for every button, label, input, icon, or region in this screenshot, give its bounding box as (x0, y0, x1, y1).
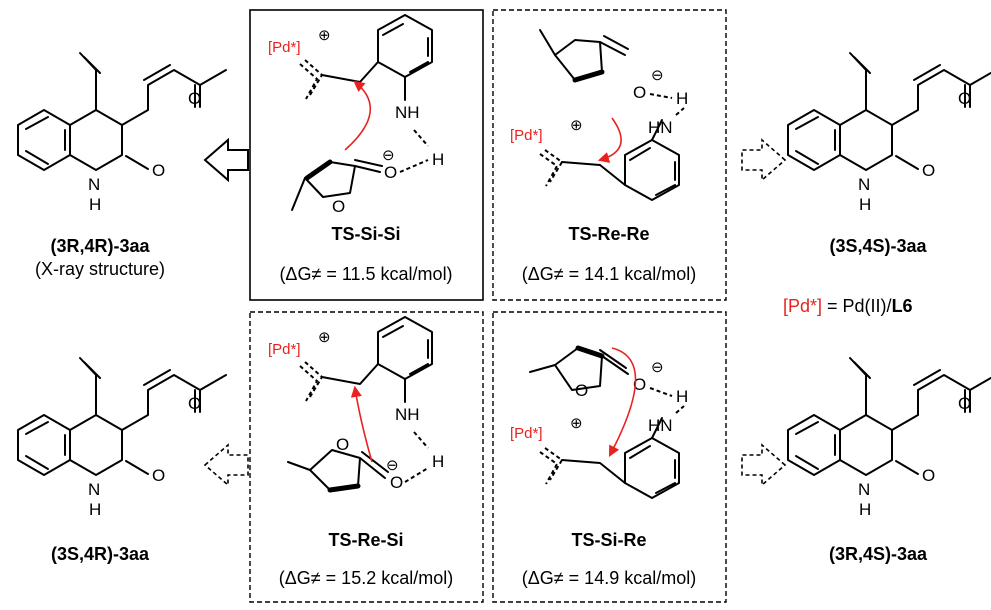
atom-h: H (432, 150, 444, 169)
product-name: (3S,4R)-3aa (51, 544, 150, 564)
charge-minus: ⊖ (651, 67, 664, 84)
legend-pd: [Pd*] (783, 296, 822, 316)
atom-o: O (633, 83, 646, 102)
product-name: (3R,4S)-3aa (829, 544, 928, 564)
atom-n: N (858, 480, 870, 499)
ts-name: TS-Re-Si (328, 530, 403, 550)
atom-h: H (89, 500, 101, 519)
ts-box-si-re (492, 311, 727, 603)
ts-si-re-structure: O O ⊖ H [Pd*] ⊕ HN TS-Si-Re (ΔG≠ = 14.9 … (510, 345, 696, 588)
atom-nh: NH (395, 103, 420, 122)
charge-plus: ⊕ (318, 329, 331, 346)
atom-o: O (575, 381, 588, 400)
product-note: (X-ray structure) (35, 259, 165, 279)
legend-equals: = Pd(II)/ (822, 296, 892, 316)
atom-o: O (922, 161, 935, 180)
atom-o: O (922, 466, 935, 485)
charge-plus: ⊕ (570, 415, 583, 432)
svg-text:[Pd*] = Pd(II)/L6: [Pd*] = Pd(II)/L6 (783, 296, 913, 316)
atom-hn: HN (648, 416, 673, 435)
minor-path-arrow-icon (203, 443, 249, 487)
atom-o: O (336, 435, 349, 454)
atom-n: N (88, 480, 100, 499)
product-name: (3S,4S)-3aa (829, 236, 927, 256)
charge-minus: ⊖ (651, 359, 664, 376)
ts-energy: (ΔG≠ = 15.2 kcal/mol) (279, 568, 453, 588)
forward-arrow-icon (203, 137, 249, 183)
ts-energy: (ΔG≠ = 14.1 kcal/mol) (522, 264, 696, 284)
ts-re-si-structure: [Pd*] ⊕ NH H O O ⊖ TS-Re-Si (ΔG≠ = 15.2 … (268, 316, 453, 588)
atom-hn: HN (648, 118, 673, 137)
atom-n: N (88, 175, 100, 194)
atom-o: O (958, 394, 971, 413)
atom-o: O (390, 473, 403, 492)
atom-h: H (676, 387, 688, 406)
atom-h: H (432, 452, 444, 471)
pd-label: [Pd*] (268, 39, 301, 56)
ts-name: TS-Re-Re (568, 224, 649, 244)
atom-o: O (332, 197, 345, 216)
ts-box-re-re (492, 9, 727, 301)
atom-h: H (859, 195, 871, 214)
ts-re-re-structure: O ⊖ H [Pd*] ⊕ HN TS-Re-Re (ΔG≠ = 14.1 kc… (510, 29, 696, 284)
pd-label: [Pd*] (510, 425, 543, 442)
ts-energy: (ΔG≠ = 11.5 kcal/mol) (279, 264, 452, 284)
product-top-right: N H O O (3S,4S)-3aa (787, 52, 991, 256)
product-top-left: N H O O (3R,4R)-3aa (X-ray structure) (17, 52, 227, 279)
atom-o: O (958, 89, 971, 108)
charge-plus: ⊕ (318, 27, 331, 44)
ts-box-si-si (249, 9, 484, 301)
charge-plus: ⊕ (570, 117, 583, 134)
atom-nh: NH (395, 405, 420, 424)
atom-o: O (152, 161, 165, 180)
minor-path-arrow-icon (741, 443, 787, 487)
product-bottom-right: N H O O (3R,4S)-3aa (787, 357, 991, 564)
atom-n: N (858, 175, 870, 194)
atom-o: O (188, 394, 201, 413)
minor-path-arrow-icon (741, 138, 787, 182)
atom-h: H (676, 89, 688, 108)
atom-h: H (89, 195, 101, 214)
ts-si-si-structure: [Pd*] ⊕ NH H O O ⊖ TS-Si-Si (ΔG≠ = 11.5 … (268, 14, 453, 284)
legend: [Pd*] = Pd(II)/L6 (783, 296, 913, 316)
pd-label: [Pd*] (510, 127, 543, 144)
atom-o: O (384, 163, 397, 182)
ts-name: TS-Si-Re (571, 530, 646, 550)
charge-minus: ⊖ (382, 147, 395, 164)
atom-h: H (859, 500, 871, 519)
pd-label: [Pd*] (268, 341, 301, 358)
product-name: (3R,4R)-3aa (50, 236, 150, 256)
ts-energy: (ΔG≠ = 14.9 kcal/mol) (522, 568, 696, 588)
atom-o: O (152, 466, 165, 485)
atom-o: O (188, 89, 201, 108)
ts-box-re-si (249, 311, 484, 603)
product-bottom-left: N H O O (3S,4R)-3aa (17, 357, 227, 564)
legend-ligand: L6 (892, 296, 913, 316)
ts-name: TS-Si-Si (331, 224, 400, 244)
charge-minus: ⊖ (386, 457, 399, 474)
